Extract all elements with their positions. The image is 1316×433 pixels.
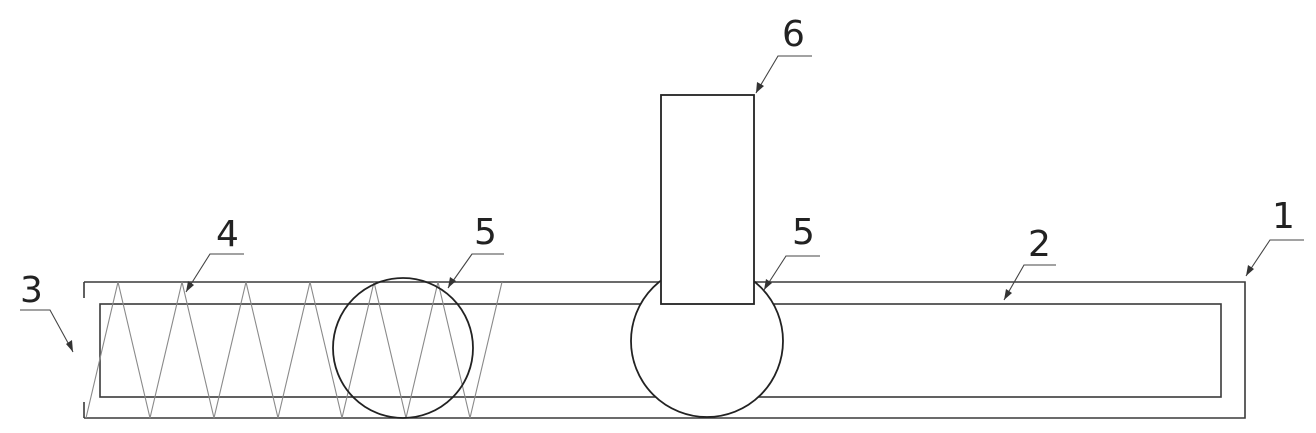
label-2: 2: [1028, 224, 1051, 265]
left-ball: [332, 277, 474, 419]
spring: [85, 281, 503, 419]
label-5-left: 5: [474, 212, 497, 253]
label-3: 3: [20, 270, 43, 311]
plunger-rod: [660, 94, 755, 305]
label-6: 6: [782, 14, 805, 55]
label-4: 4: [216, 214, 239, 255]
leader-lines: [20, 55, 1304, 353]
label-1: 1: [1272, 196, 1295, 237]
label-5-right: 5: [792, 212, 815, 253]
